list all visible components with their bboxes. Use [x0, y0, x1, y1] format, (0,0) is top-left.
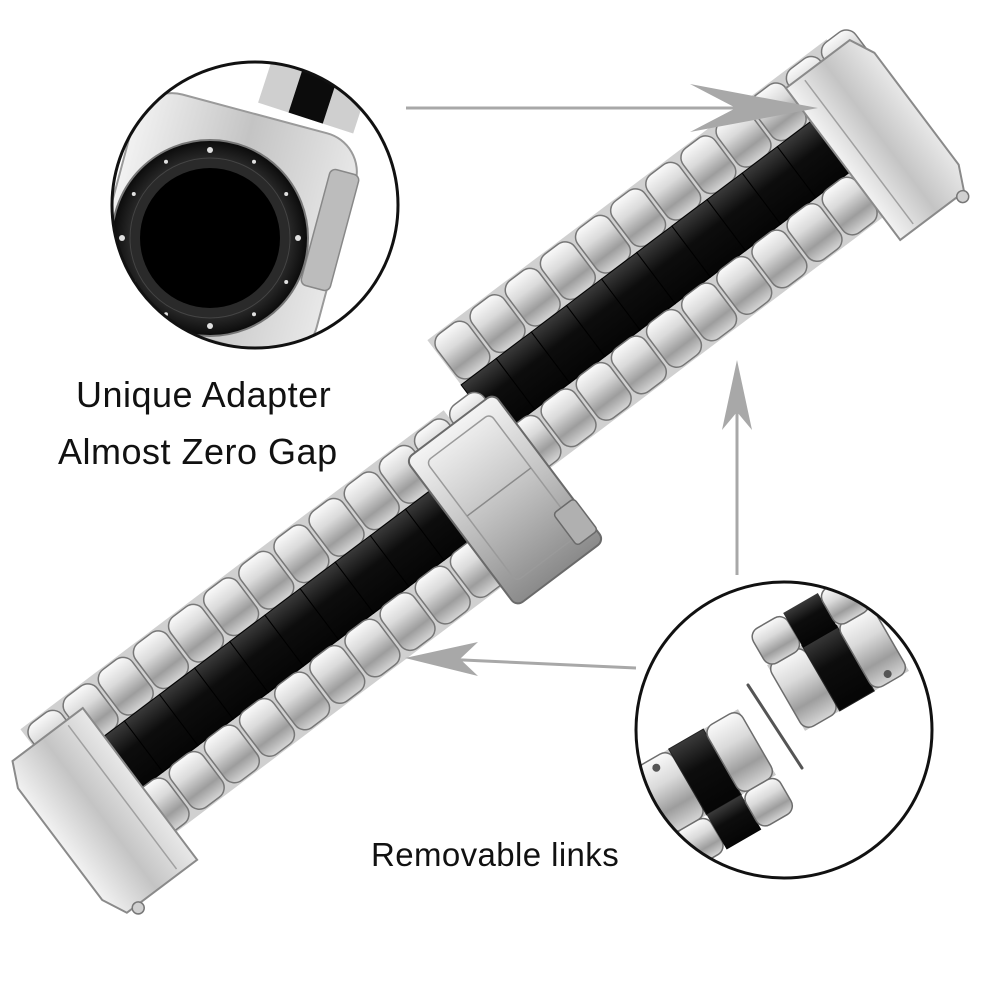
strap-link-silver [379, 591, 436, 652]
watch-strap [11, 29, 970, 915]
arrow-to-adapter [406, 84, 818, 132]
strap-link-silver [540, 388, 597, 448]
bezel-marker [295, 235, 301, 241]
watch-face-closeup [110, 60, 400, 350]
strap-end-adapter-top [784, 38, 970, 242]
strap-link-silver [273, 671, 331, 731]
removable-links-caption: Removable links [371, 836, 620, 873]
strap-link-silver [238, 697, 296, 757]
bezel-marker [207, 147, 213, 153]
strap-links-closeup [634, 580, 934, 880]
link-pin [746, 683, 804, 770]
strap-link-silver [344, 618, 401, 678]
bezel-marker [131, 192, 136, 196]
strap-link-silver [203, 724, 261, 784]
removable-link-left [636, 709, 794, 867]
butterfly-clasp [407, 395, 603, 605]
bezel-marker [252, 159, 256, 164]
closeup-circle-border [634, 580, 934, 880]
strap-link-silver [414, 565, 471, 625]
strap-link-silver [645, 308, 703, 368]
closeup-circle-border [110, 60, 400, 350]
strap-end-adapter-bottom [11, 706, 199, 915]
arrow-up-to-strap [722, 360, 752, 575]
strap-link-silver [575, 361, 632, 421]
bezel-marker [252, 312, 256, 317]
adapter-caption-line2: Almost Zero Gap [58, 431, 338, 472]
strap-link-silver [751, 229, 808, 289]
bezel-marker [119, 235, 125, 241]
bezel-marker [284, 192, 289, 196]
bezel-marker [284, 280, 289, 284]
bezel-marker [207, 323, 213, 329]
arrow-to-links [405, 642, 637, 676]
strap-link-silver [309, 644, 366, 705]
strap-link-silver [168, 750, 225, 810]
strap-link-silver [786, 202, 843, 263]
strap-link-silver [680, 282, 738, 342]
strap-link-silver [716, 255, 773, 315]
bezel-marker [164, 159, 168, 164]
adapter-caption-line1: Unique Adapter [76, 374, 332, 415]
strap-link-silver [610, 335, 668, 395]
